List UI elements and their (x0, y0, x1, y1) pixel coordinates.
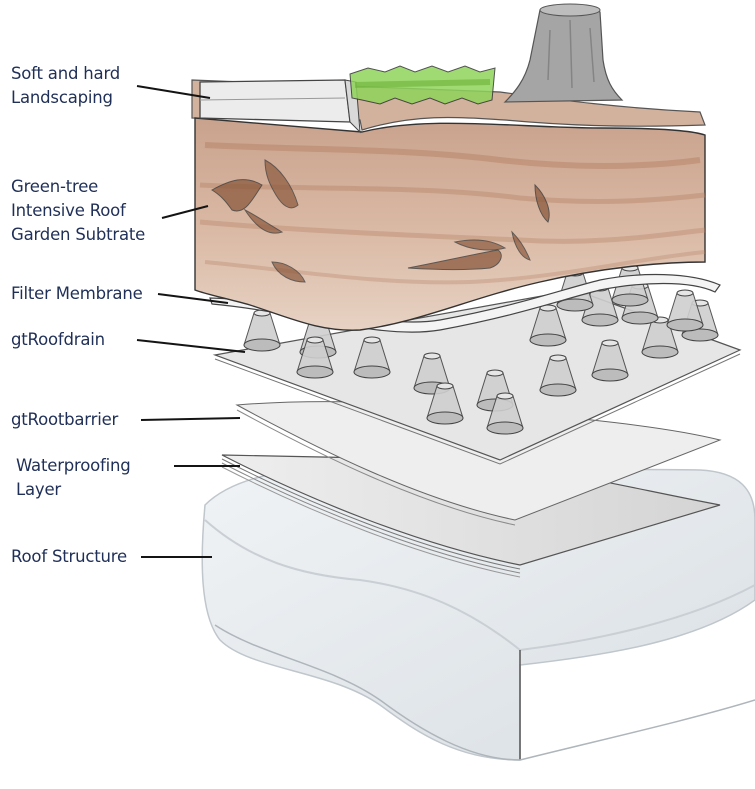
label-gtrootbarrier: gtRootbarrier (11, 408, 118, 432)
drain-cone (667, 290, 703, 331)
drain-cone (244, 310, 280, 351)
label-roof-garden-substrate: Green-tree Intensive Roof Garden Subtrat… (11, 175, 145, 247)
label-filter-membrane: Filter Membrane (11, 282, 143, 306)
leader-line-roofdrain (137, 340, 245, 352)
label-line: gtRoofdrain (11, 328, 105, 352)
label-line: gtRootbarrier (11, 408, 118, 432)
label-line: Roof Structure (11, 545, 127, 569)
label-line: Waterproofing (16, 454, 131, 478)
label-line: Garden Subtrate (11, 223, 145, 247)
label-line: Green-tree (11, 175, 145, 199)
label-line: Intensive Roof (11, 199, 145, 223)
label-soft-hard-landscaping: Soft and hard Landscaping (11, 62, 120, 110)
label-line: Layer (16, 478, 131, 502)
leader-line-rootbarrier (141, 418, 240, 420)
label-roof-structure: Roof Structure (11, 545, 127, 569)
label-line: Landscaping (11, 86, 120, 110)
label-line: Filter Membrane (11, 282, 143, 306)
label-line: Soft and hard (11, 62, 120, 86)
label-waterproofing-layer: Waterproofing Layer (16, 454, 131, 502)
label-gtroofdrain: gtRoofdrain (11, 328, 105, 352)
